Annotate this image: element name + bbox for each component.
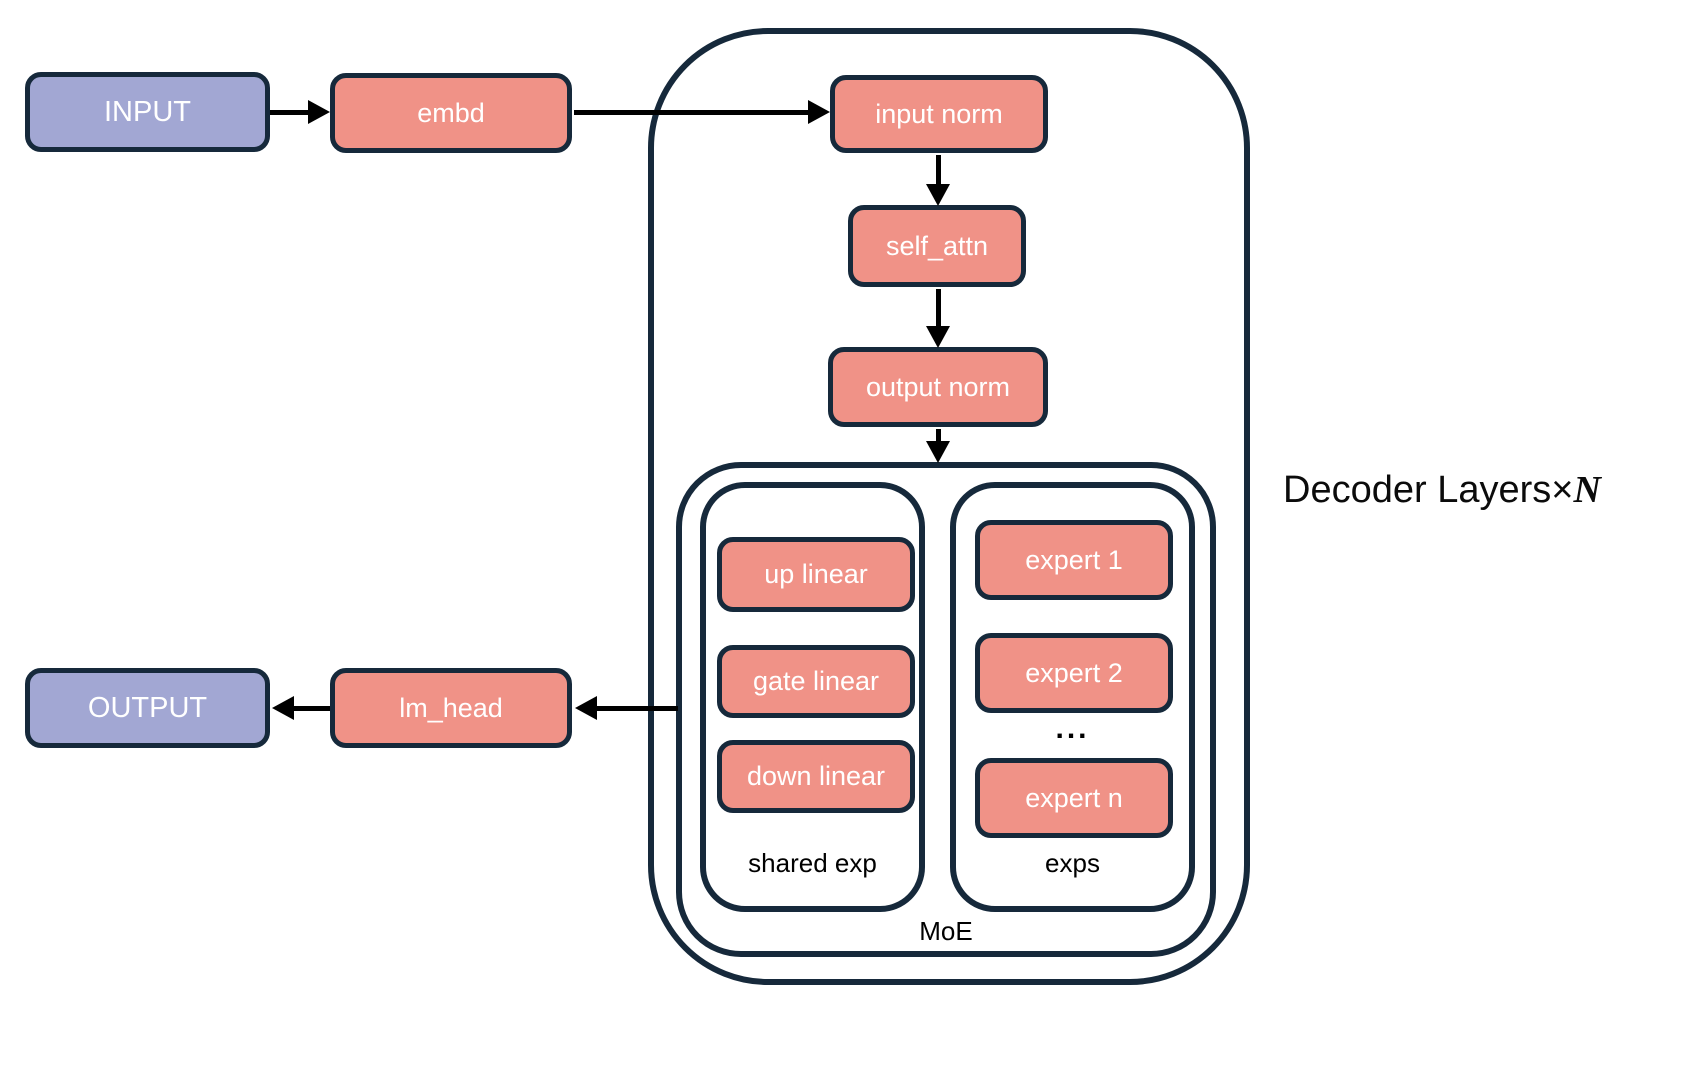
- arrow-embd-to-input-norm: [574, 110, 810, 115]
- arrow-lm-head-to-output: [293, 706, 330, 711]
- arrowhead-output-norm-to-moe: [926, 441, 950, 463]
- experts-ellipsis: ...: [1055, 712, 1090, 745]
- expert-2-node: expert 2: [975, 633, 1173, 713]
- expert-1-node: expert 1: [975, 520, 1173, 600]
- embd-node: embd: [330, 73, 572, 153]
- input-norm-node-label: input norm: [875, 98, 1003, 129]
- output-norm-node: output norm: [828, 347, 1048, 427]
- decoder-layers-label: Decoder Layers×N: [1283, 468, 1601, 512]
- arrow-input-to-embd: [270, 110, 310, 115]
- shared-exp-container: [700, 482, 925, 912]
- lm-head-node-label: lm_head: [399, 692, 503, 723]
- decoder-layers-label-n: N: [1573, 469, 1601, 511]
- expert-2-node-label: expert 2: [1025, 657, 1123, 688]
- arrowhead-embd-to-input-norm: [808, 100, 830, 124]
- self-attn-node-label: self_attn: [885, 230, 989, 261]
- output-norm-node-label: output norm: [865, 371, 1011, 402]
- input-node: INPUT: [25, 72, 270, 152]
- embd-node-label: embd: [417, 97, 485, 128]
- decoder-layers-container: [648, 28, 1250, 985]
- shared-exp-label: shared exp: [748, 848, 877, 878]
- expert-1-node-label: expert 1: [1025, 544, 1123, 575]
- arrowhead-input-to-embd: [308, 100, 330, 124]
- arrowhead-self-attn-to-output-norm: [926, 326, 950, 348]
- exps-label: exps: [1045, 848, 1100, 878]
- down-linear-node-label: down linear: [746, 761, 886, 791]
- up-linear-node: up linear: [717, 537, 915, 612]
- self-attn-node: self_attn: [848, 205, 1026, 287]
- gate-linear-node-label: gate linear: [752, 666, 880, 696]
- expert-n-node: expert n: [975, 758, 1173, 838]
- expert-n-node-label: expert n: [1025, 782, 1123, 813]
- arrow-input-norm-to-self-attn: [936, 155, 941, 187]
- arrowhead-lm-head-to-output: [272, 696, 294, 720]
- input-norm-node: input norm: [830, 75, 1048, 153]
- input-node-label: INPUT: [104, 95, 191, 128]
- up-linear-node-label: up linear: [764, 559, 868, 589]
- output-node-label: OUTPUT: [87, 691, 208, 724]
- arrow-moe-to-lm-head: [596, 706, 678, 711]
- moe-container: [676, 462, 1216, 957]
- arrowhead-input-norm-to-self-attn: [926, 184, 950, 206]
- exps-container: [950, 482, 1195, 912]
- down-linear-node: down linear: [717, 740, 915, 813]
- lm-head-node: lm_head: [330, 668, 572, 748]
- gate-linear-node: gate linear: [717, 645, 915, 718]
- arrowhead-moe-to-lm-head: [575, 696, 597, 720]
- moe-label: MoE: [919, 916, 973, 946]
- decoder-layers-label-prefix: Decoder Layers×: [1283, 469, 1574, 511]
- arrow-self-attn-to-output-norm: [936, 289, 941, 327]
- arrow-output-norm-to-moe: [936, 429, 941, 443]
- output-node: OUTPUT: [25, 668, 270, 748]
